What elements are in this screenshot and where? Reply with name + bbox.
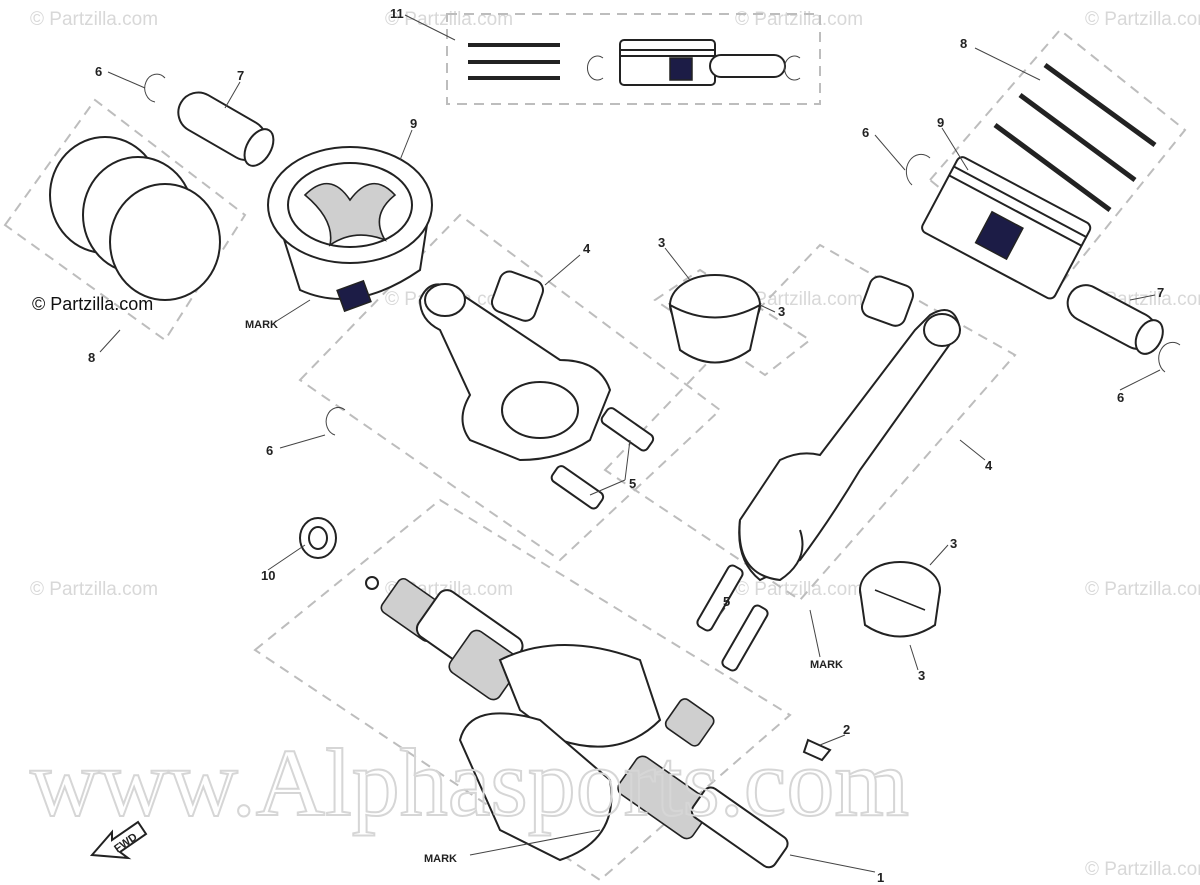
piston-pin-right	[1066, 284, 1164, 355]
leader-lines	[99, 14, 1161, 873]
callout-numbers: 11 6 7 9 8 8 9 6 4 3 3 7 6 6 5 4 3 10 5 …	[88, 6, 1164, 885]
circlip-left	[144, 73, 166, 103]
watermark: © Partzilla.com	[1085, 579, 1200, 600]
piston-rings-left	[49, 136, 221, 301]
callout-9: 9	[410, 116, 417, 131]
circlip-right-upper	[905, 153, 931, 186]
watermark: © Partzilla.com	[30, 579, 158, 600]
watermark: © Partzilla.com	[1085, 859, 1200, 880]
callout-6: 6	[862, 125, 869, 140]
callout-2: 2	[843, 722, 850, 737]
watermark: © Partzilla.com	[735, 289, 863, 310]
group-box-bearing	[653, 268, 812, 377]
circlip-right-lower	[1158, 341, 1181, 373]
connecting-rod-right	[696, 275, 962, 672]
callout-4: 4	[985, 458, 993, 473]
piston-rings-right	[993, 62, 1157, 213]
circlip	[783, 55, 801, 81]
callout-3: 3	[658, 235, 665, 250]
callout-4: 4	[583, 241, 591, 256]
callout-5: 5	[723, 594, 730, 609]
group-box-rings-left	[3, 98, 247, 342]
watermark: © Partzilla.com	[735, 9, 863, 30]
callout-6: 6	[266, 443, 273, 458]
callout-6: 6	[95, 64, 102, 79]
mark-label-crankshaft: MARK	[424, 853, 457, 865]
mark-labels: MARK MARK MARK	[245, 319, 843, 865]
piston-pin-boss	[669, 57, 693, 81]
watermark: © Partzilla.com	[1085, 9, 1200, 30]
piston-left	[267, 146, 433, 313]
watermark: © Partzilla.com	[30, 9, 158, 30]
callout-5: 5	[629, 476, 636, 491]
group-box-crankshaft	[253, 498, 792, 882]
callout-6: 6	[1117, 390, 1124, 405]
circlip	[586, 55, 604, 81]
callout-3: 3	[918, 668, 925, 683]
connecting-rod-left	[418, 270, 655, 510]
callout-11: 11	[390, 6, 404, 21]
mark-label-conrod: MARK	[810, 659, 843, 671]
alphasports-watermark: www.Alphasports.com	[30, 729, 909, 836]
mark-label-piston: MARK	[245, 319, 278, 331]
callout-9: 9	[937, 115, 944, 130]
circlip-middle	[325, 407, 346, 436]
callout-7: 7	[1157, 285, 1164, 300]
piston-right	[921, 156, 1092, 300]
watermark: © Partzilla.com	[735, 579, 863, 600]
callout-8: 8	[960, 36, 967, 51]
group-box-piston-kit	[446, 13, 821, 105]
bearing-shells-upper	[668, 274, 762, 364]
callout-10: 10	[261, 568, 275, 583]
callout-8: 8	[88, 350, 95, 365]
callout-3: 3	[950, 536, 957, 551]
callout-1: 1	[877, 870, 884, 885]
watermark: © Partzilla.com	[385, 9, 513, 30]
piston-kit-assembly	[468, 39, 801, 86]
crankshaft	[380, 577, 832, 869]
piston-pin	[709, 54, 786, 78]
callout-7: 7	[237, 68, 244, 83]
callout-3: 3	[778, 304, 785, 319]
piston	[619, 39, 716, 86]
partzilla-credit: © Partzilla.com	[32, 294, 153, 314]
bearing-shell-right	[859, 561, 941, 638]
oil-seal	[299, 517, 379, 590]
piston-pin-left	[177, 91, 275, 167]
woodruff-key	[802, 738, 832, 762]
